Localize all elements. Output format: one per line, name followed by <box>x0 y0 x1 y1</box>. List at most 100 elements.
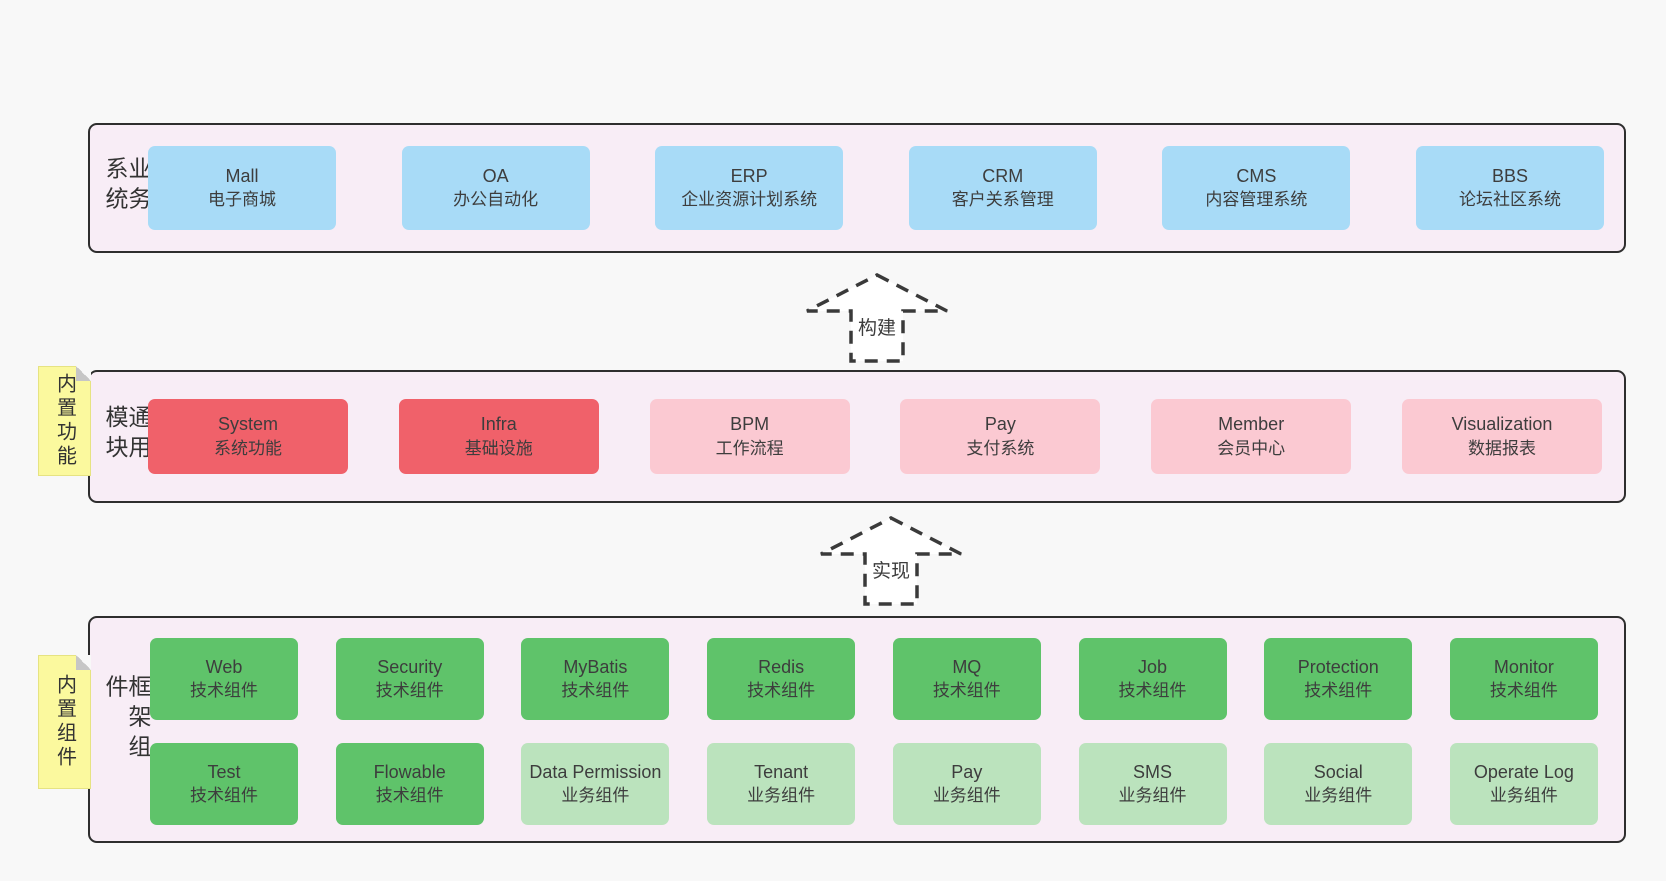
module-box-title: OA <box>482 165 509 186</box>
sticky-note-text: 内置组件 <box>53 674 76 770</box>
module-box-title: Infra <box>480 414 517 435</box>
box-test: Test 技术组件 <box>150 743 298 825</box>
module-box-subtitle: 基础设施 <box>464 438 533 458</box>
module-box-subtitle: 电子商城 <box>208 190 276 210</box>
module-box-title: MyBatis <box>563 656 628 677</box>
box-mybatis: MyBatis 技术组件 <box>521 638 670 720</box>
module-box-subtitle: 论坛社区系统 <box>1458 190 1561 210</box>
framework-components-boxes-row1: Web 技术组件 Security 技术组件 MyBatis 技术组件 Redi… <box>150 638 1598 720</box>
module-box-title: BPM <box>730 414 770 435</box>
common-modules-boxes: System 系统功能 Infra 基础设施 BPM 工作流程 Pay 支付系统… <box>148 372 1602 501</box>
module-box-subtitle: 工作流程 <box>715 438 784 458</box>
module-box-title: BBS <box>1491 165 1528 186</box>
box-pay: Pay 业务组件 <box>892 743 1041 825</box>
module-box-title: CMS <box>1236 165 1277 186</box>
module-box-subtitle: 业务组件 <box>932 786 1001 806</box>
framework-components-boxes-row2: Test 技术组件 Flowable 技术组件 Data Permission … <box>150 743 1598 825</box>
module-box-subtitle: 内容管理系统 <box>1205 190 1308 210</box>
box-system: System 系统功能 <box>148 399 348 474</box>
build-arrow-label: 构建 <box>857 318 896 339</box>
box-sms: SMS 业务组件 <box>1078 743 1227 825</box>
module-box-title: Flowable <box>373 761 446 782</box>
box-visualization: Visualization 数据报表 <box>1401 399 1602 474</box>
box-mall: Mall 电子商城 <box>148 146 336 230</box>
module-box-title: SMS <box>1133 761 1173 782</box>
box-oa: OA 办公自动化 <box>401 146 590 230</box>
module-box-subtitle: 办公自动化 <box>453 190 539 210</box>
box-tenant: Tenant 业务组件 <box>707 743 856 825</box>
module-box-subtitle: 技术组件 <box>1304 681 1373 701</box>
box-bbs: BBS 论坛社区系统 <box>1415 146 1604 230</box>
module-box-title: CRM <box>982 165 1024 186</box>
module-box-subtitle: 支付系统 <box>966 438 1035 458</box>
sticky-note-builtin-components: 内置组件 <box>38 655 91 789</box>
module-box-title: Social <box>1313 761 1363 782</box>
module-box-title: System <box>217 414 278 435</box>
module-box-subtitle: 客户关系管理 <box>951 190 1054 210</box>
build-arrow: 构建 <box>802 271 952 366</box>
module-box-title: ERP <box>730 165 768 186</box>
module-box-subtitle: 技术组件 <box>375 681 444 701</box>
module-box-subtitle: 技术组件 <box>1489 681 1558 701</box>
module-box-title: Protection <box>1297 656 1379 677</box>
module-box-subtitle: 业务组件 <box>561 786 630 806</box>
module-box-subtitle: 会员中心 <box>1217 438 1286 458</box>
business-systems-boxes: Mall 电子商城 OA 办公自动化 ERP 企业资源计划系统 CRM 客户关系… <box>148 125 1604 251</box>
module-box-title: Data Permission <box>529 761 662 782</box>
module-box-subtitle: 技术组件 <box>747 681 816 701</box>
box-protection: Protection 技术组件 <box>1264 638 1413 720</box>
sticky-note-builtin-features: 内置功能 <box>38 366 91 476</box>
module-box-subtitle: 业务组件 <box>1489 786 1558 806</box>
module-box-subtitle: 业务组件 <box>747 786 816 806</box>
box-erp: ERP 企业资源计划系统 <box>655 146 844 230</box>
box-operate-log: Operate Log 业务组件 <box>1449 743 1598 825</box>
module-box-title: Tenant <box>754 761 809 782</box>
box-social: Social 业务组件 <box>1264 743 1413 825</box>
module-box-title: Operate Log <box>1473 761 1574 782</box>
box-job: Job 技术组件 <box>1078 638 1227 720</box>
box-security: Security 技术组件 <box>335 638 484 720</box>
module-box-title: Pay <box>984 414 1016 435</box>
module-box-title: Monitor <box>1493 656 1554 677</box>
implement-arrow: 实现 <box>816 514 966 609</box>
box-flowable: Flowable 技术组件 <box>335 743 484 825</box>
box-member: Member 会员中心 <box>1151 399 1352 474</box>
module-box-title: Visualization <box>1451 414 1553 435</box>
module-box-subtitle: 技术组件 <box>190 681 258 701</box>
module-box-subtitle: 业务组件 <box>1304 786 1373 806</box>
box-redis: Redis 技术组件 <box>707 638 856 720</box>
business-systems-label: 业务系统 <box>102 156 151 217</box>
module-box-title: MQ <box>952 656 982 677</box>
box-mq: MQ 技术组件 <box>892 638 1041 720</box>
module-box-subtitle: 系统功能 <box>214 438 282 458</box>
sticky-note-text: 内置功能 <box>53 373 76 469</box>
module-box-title: Web <box>205 656 243 677</box>
box-crm: CRM 客户关系管理 <box>908 146 1097 230</box>
module-box-subtitle: 数据报表 <box>1467 438 1536 458</box>
module-box-subtitle: 技术组件 <box>932 681 1001 701</box>
box-pay: Pay 支付系统 <box>900 399 1101 474</box>
module-box-subtitle: 技术组件 <box>1118 681 1187 701</box>
box-bpm: BPM 工作流程 <box>649 399 850 474</box>
module-box-subtitle: 技术组件 <box>190 786 258 806</box>
dashed-up-arrow-icon <box>820 516 962 606</box>
common-modules-container: 通用模块 System 系统功能 Infra 基础设施 BPM 工作流程 Pay… <box>88 370 1626 503</box>
common-modules-label: 通用模块 <box>102 404 151 465</box>
folded-corner-icon <box>76 366 91 381</box>
box-web: Web 技术组件 <box>150 638 298 720</box>
folded-corner-icon <box>76 655 91 670</box>
module-box-subtitle: 技术组件 <box>375 786 444 806</box>
module-box-subtitle: 业务组件 <box>1118 786 1187 806</box>
framework-components-label: 框架组件 <box>102 673 151 764</box>
module-box-title: Security <box>377 656 443 677</box>
dashed-up-arrow-icon <box>806 273 948 363</box>
module-box-title: Job <box>1138 656 1168 677</box>
module-box-title: Mall <box>225 165 259 186</box>
implement-arrow-label: 实现 <box>871 561 910 582</box>
module-box-title: Pay <box>951 761 983 782</box>
box-monitor: Monitor 技术组件 <box>1449 638 1598 720</box>
framework-components-container: 框架组件 Web 技术组件 Security 技术组件 MyBatis 技术组件… <box>88 616 1626 843</box>
module-box-subtitle: 企业资源计划系统 <box>681 190 818 210</box>
module-box-subtitle: 技术组件 <box>561 681 630 701</box>
